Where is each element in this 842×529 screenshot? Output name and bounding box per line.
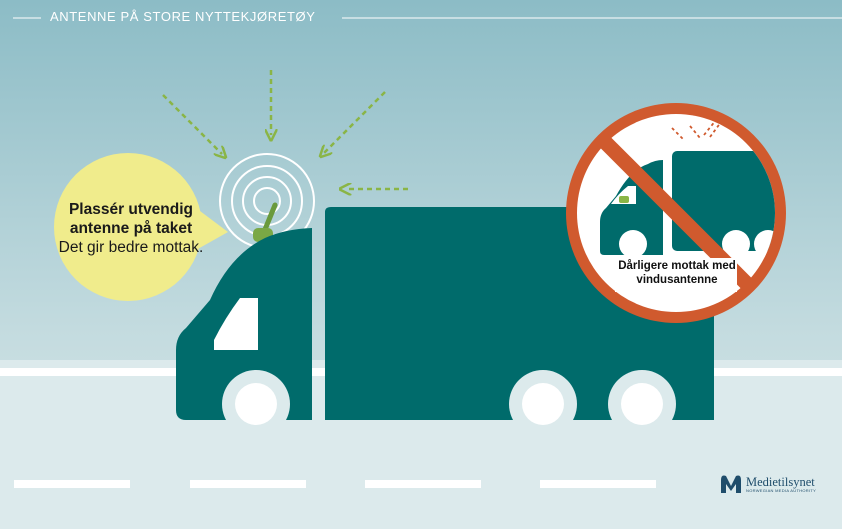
medietilsynet-logo-icon	[721, 475, 741, 493]
header-title: ANTENNE PÅ STORE NYTTEKJØRETØY	[50, 9, 316, 24]
logo-name: Medietilsynet	[746, 475, 815, 489]
logo-text: Medietilsynet NORWEGIAN MEDIA AUTHORITY	[746, 476, 816, 494]
prohibited-sign-icon	[566, 103, 786, 323]
antenna-icon	[261, 202, 278, 235]
bubble-headline: Plassér utvendig antenne på taket	[68, 201, 194, 237]
no-sign-caption: Dårligere mottak med vindusantenne	[618, 260, 736, 286]
logo: Medietilsynet NORWEGIAN MEDIA AUTHORITY	[718, 474, 816, 496]
bubble-text: Plassér utvendig antenne på taket Det gi…	[56, 200, 206, 257]
road-lane-dashes	[14, 480, 656, 488]
bubble-subtext: Det gir bedre mottak.	[58, 239, 204, 256]
logo-tagline: NORWEGIAN MEDIA AUTHORITY	[746, 488, 817, 493]
speech-bubble	[54, 153, 228, 301]
signal-arrows-icon	[162, 70, 408, 189]
window-antenna-truck-icon	[600, 117, 775, 258]
